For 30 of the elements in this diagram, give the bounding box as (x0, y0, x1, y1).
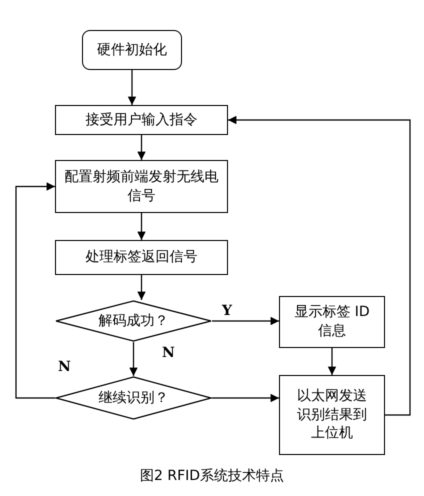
edge-label: N (56, 360, 73, 374)
decision-diamond (55, 376, 212, 420)
process-box (279, 296, 385, 348)
node-label: 显示标签 ID 信息 (293, 303, 371, 341)
arrow (137, 213, 146, 240)
process-box (55, 160, 228, 213)
caption: 图2 RFID系统技术特点 (140, 467, 284, 486)
node-label: 以太网发送识别结果到上位机 (296, 386, 368, 444)
decision-diamond (55, 300, 212, 342)
node-label: 解码成功？ (98, 312, 170, 330)
node-label: 继续识别？ (98, 388, 170, 408)
node-label: 配置射频前端发射无线电信号 (64, 168, 220, 206)
arrow (228, 116, 411, 416)
arrow (137, 135, 146, 160)
arrow (129, 342, 138, 376)
edge-label: N (160, 346, 177, 360)
process-box (55, 105, 228, 135)
arrow (212, 394, 279, 402)
arrow (128, 70, 136, 105)
node-label: 接受用户输入指令 (84, 110, 198, 130)
edge-label: Y (220, 304, 234, 318)
process-box (279, 375, 385, 455)
arrow (328, 348, 336, 375)
arrow (15, 182, 55, 399)
process-box (82, 30, 182, 70)
arrow (137, 275, 146, 300)
node-label: 硬件初始化 (96, 40, 168, 60)
arrow (212, 316, 279, 326)
process-box (55, 240, 228, 275)
node-label: 处理标签返回信号 (84, 248, 198, 267)
